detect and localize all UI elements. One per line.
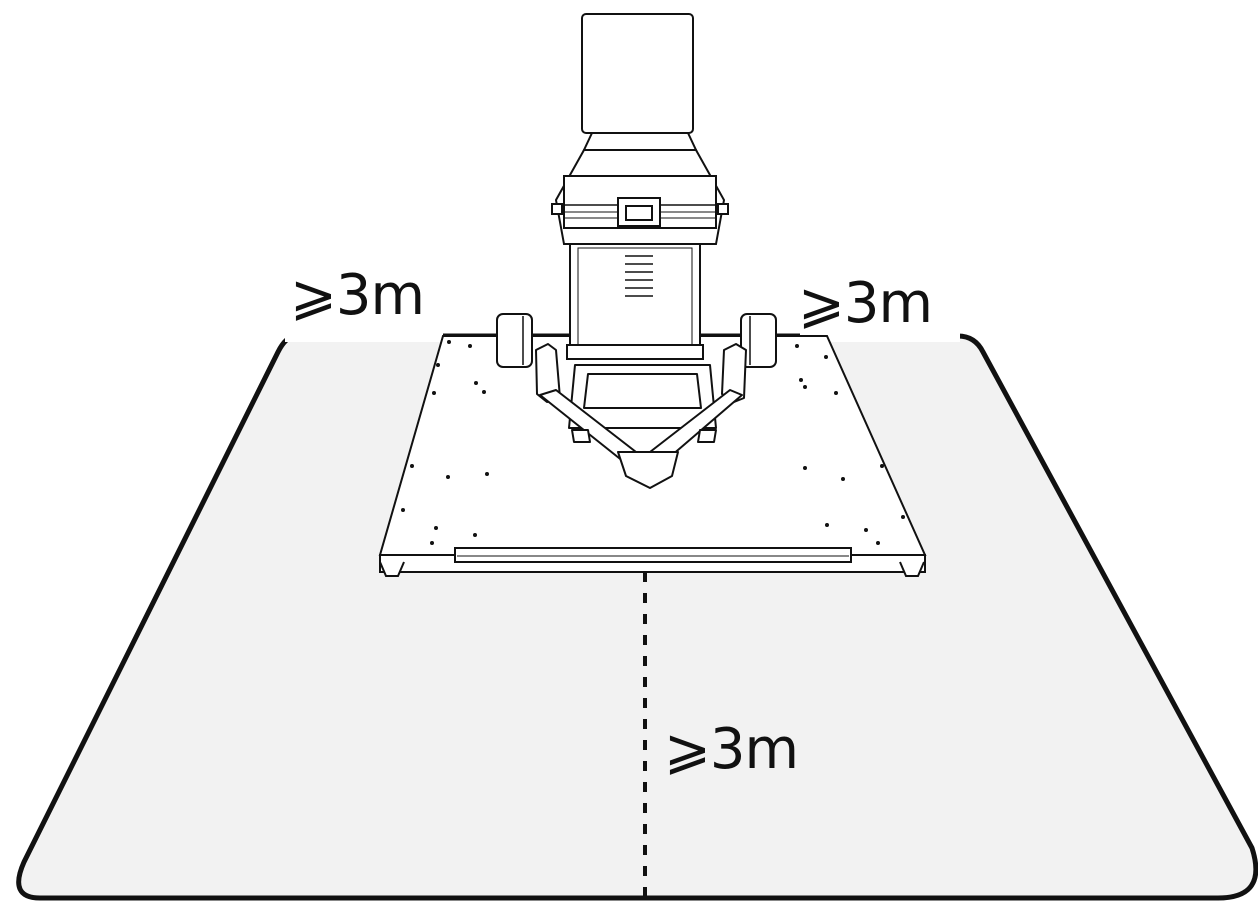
- label-mask-left: [285, 326, 443, 342]
- clearance-floor-area: [16, 333, 1258, 901]
- wheel-icon: [496, 313, 777, 368]
- clearance-front-label: ⩾3m: [664, 717, 799, 782]
- tow-bar-icon: [535, 343, 747, 489]
- label-mask-right: [800, 326, 960, 342]
- clearance-left-label: ⩾3m: [290, 263, 425, 328]
- lift-machine-icon: [551, 13, 729, 360]
- plate-bolt-holes: [401, 340, 905, 545]
- base-plate: [378, 335, 927, 577]
- clearance-right-label: ⩾3m: [798, 271, 933, 336]
- vent-slots: [625, 255, 653, 297]
